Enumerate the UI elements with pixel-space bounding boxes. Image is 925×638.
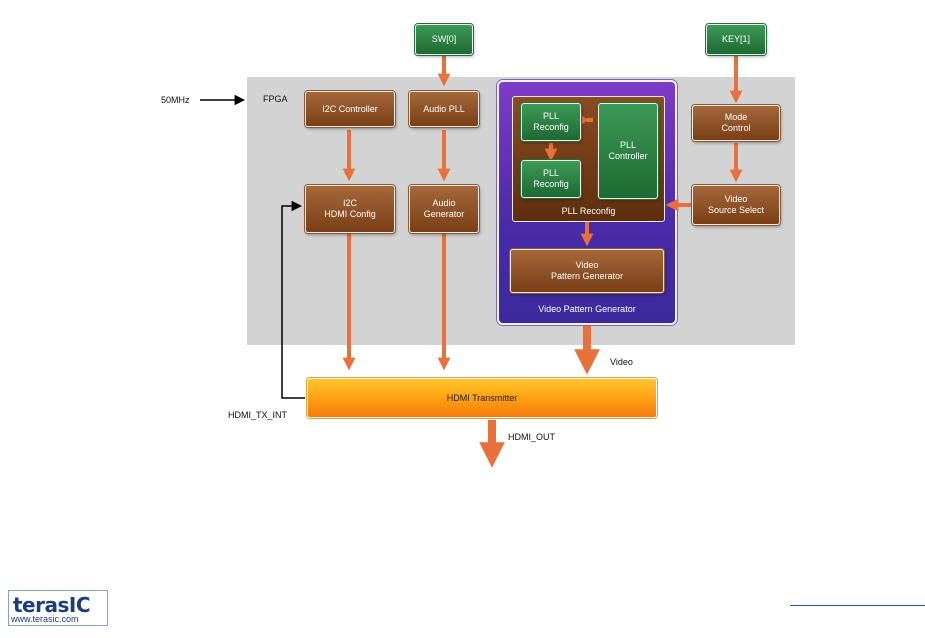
mode-control-block: Mode Control bbox=[692, 105, 780, 141]
video-pattern-generator-group-label: Video Pattern Generator bbox=[538, 304, 636, 314]
pll-reconfig-top-block: PLL Reconfig bbox=[521, 103, 581, 141]
sw0-input: SW[0] bbox=[415, 24, 473, 55]
clock-label: 50MHz bbox=[161, 95, 190, 105]
i2c-hdmi-config-block: I2C HDMI Config bbox=[305, 185, 395, 233]
pll-reconfig-group-label: PLL Reconfig bbox=[561, 206, 616, 216]
fpga-label: FPGA bbox=[263, 94, 288, 104]
footer-link-underline bbox=[790, 605, 925, 606]
video-signal-label: Video bbox=[610, 357, 633, 367]
key1-input: KEY[1] bbox=[706, 24, 766, 55]
i2c-controller-block: I2C Controller bbox=[305, 91, 395, 127]
video-pattern-generator-block: Video Pattern Generator bbox=[510, 249, 664, 293]
terasic-logo: terasIC www.terasic.com bbox=[8, 590, 108, 626]
audio-generator-block: Audio Generator bbox=[409, 185, 479, 233]
hdmi-transmitter-block: HDMI Transmitter bbox=[307, 378, 657, 418]
hdmi-tx-int-wire bbox=[281, 200, 305, 399]
pll-reconfig-bottom-block: PLL Reconfig bbox=[521, 160, 581, 198]
pll-controller-block: PLL Controller bbox=[598, 103, 658, 199]
hdmi-tx-int-label: HDMI_TX_INT bbox=[228, 410, 288, 420]
audio-pll-block: Audio PLL bbox=[409, 91, 479, 127]
video-source-select-block: Video Source Select bbox=[692, 185, 780, 225]
hdmi-out-label: HDMI_OUT bbox=[508, 432, 555, 442]
logo-url: www.terasic.com bbox=[11, 614, 79, 624]
logo-text: terasIC bbox=[13, 593, 91, 617]
arrowhead-pll-right bbox=[580, 114, 588, 126]
